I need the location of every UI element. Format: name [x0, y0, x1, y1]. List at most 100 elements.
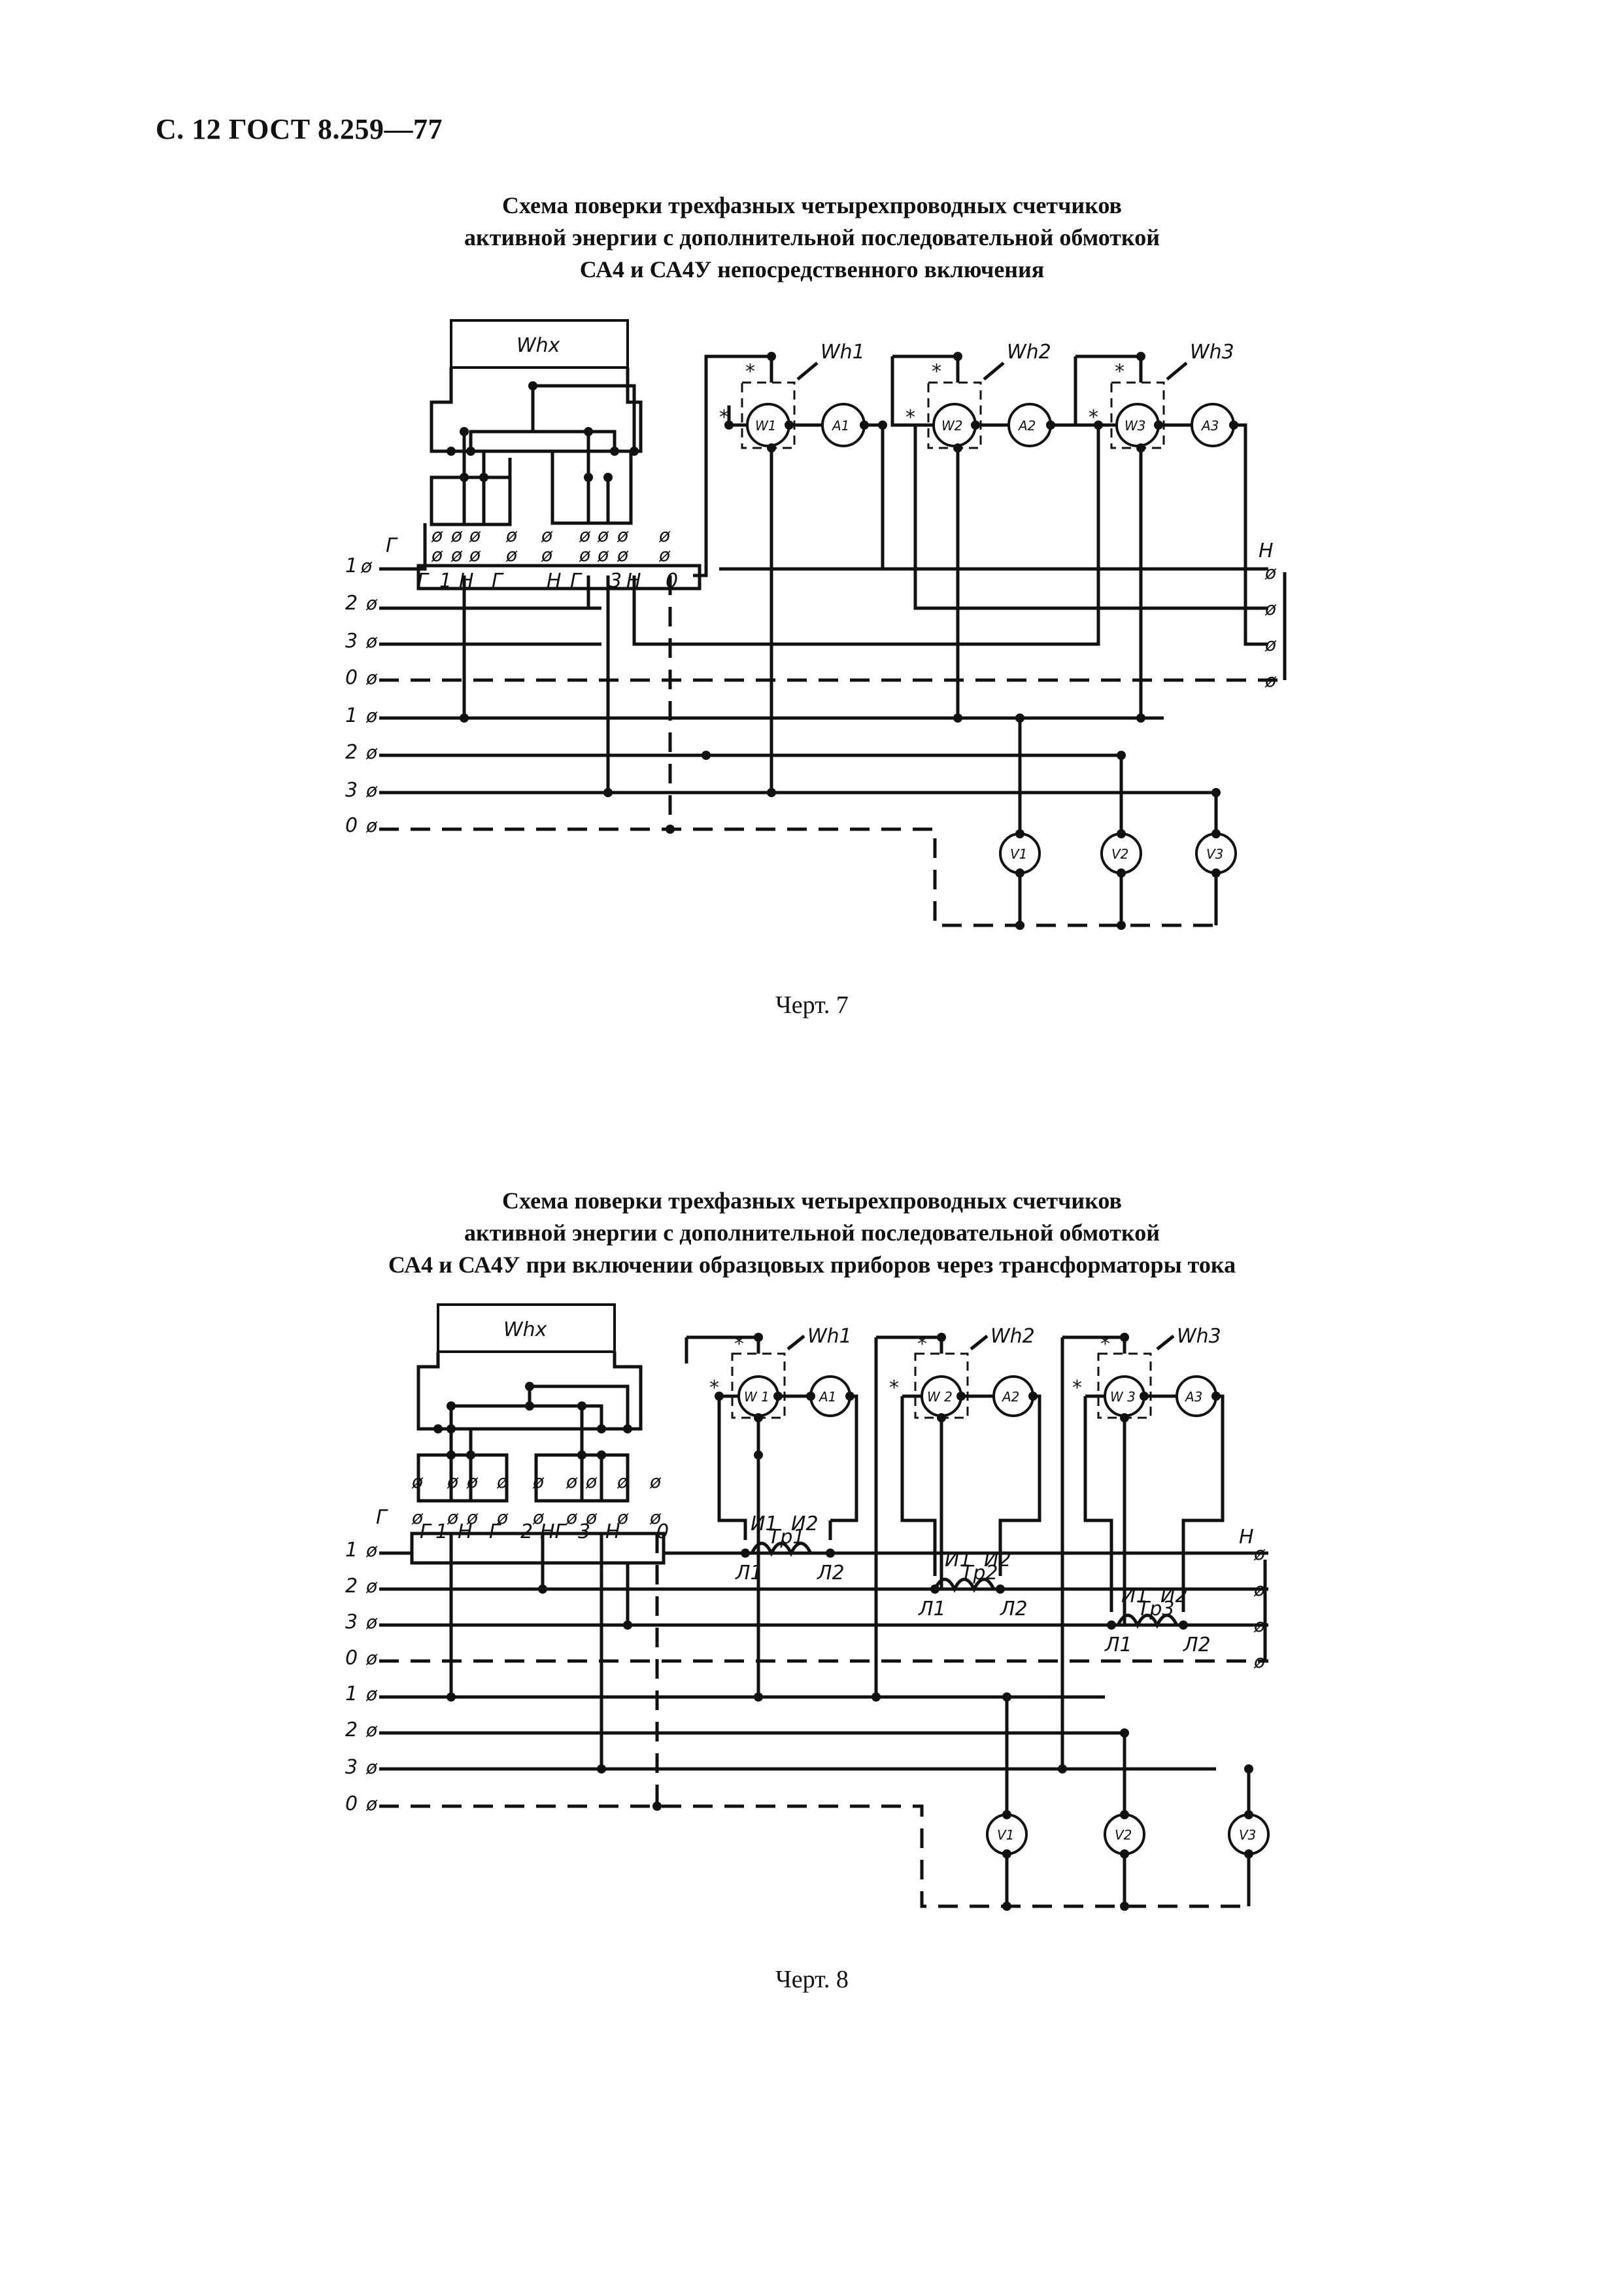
line-neutral-out — [379, 1804, 1249, 1908]
svg-text:ø: ø — [365, 592, 378, 614]
leader-line — [970, 1335, 989, 1350]
generator-lead — [379, 523, 427, 571]
meter-label: Wh3 — [1177, 1325, 1221, 1348]
voltmeters-fig8: V1 V2 V3 — [986, 1697, 1270, 1906]
wire — [1075, 354, 1143, 383]
svg-text:3: 3 — [345, 1756, 358, 1779]
transformer-terminal-label: И1 — [1121, 1585, 1149, 1607]
voltmeter-label: V1 — [1010, 846, 1027, 862]
coil-loop — [416, 1352, 643, 1431]
figure7-caption: Черт. 7 — [775, 991, 849, 1019]
svg-text:ø: ø — [1264, 670, 1277, 691]
svg-text:ø: ø — [469, 544, 481, 566]
svg-text:ø: ø — [532, 1471, 545, 1492]
svg-text:2: 2 — [345, 1719, 358, 1741]
svg-text:ø: ø — [411, 1471, 424, 1492]
line-labels: 1 2 3 0 1 2 3 0 — [345, 1539, 358, 1815]
star-mark: * — [889, 1377, 899, 1399]
transformer-terminal-label: Л1 — [735, 1562, 763, 1585]
transformer-label: Тр2 — [961, 1562, 998, 1585]
leader-line — [787, 1335, 805, 1350]
svg-text:ø: ø — [496, 1471, 509, 1492]
star-mark: * — [1072, 1377, 1082, 1399]
transformer-terminal-label: И2 — [791, 1513, 819, 1535]
wire — [876, 1335, 943, 1354]
meter-label: Wh2 — [1007, 341, 1051, 364]
reference-meter-2: W 2 A2 Wh2 * * И1 И2 Тр2 Л1 Л2 — [874, 1325, 1041, 1697]
figure7-title-line: активной энергии с дополнительной послед… — [464, 224, 1160, 250]
svg-text:ø: ø — [1253, 1615, 1266, 1636]
svg-text:1: 1 — [345, 555, 358, 577]
star-mark: * — [734, 1333, 744, 1356]
line-neutral-out — [379, 827, 1216, 927]
ammeter-label: A1 — [818, 1389, 836, 1405]
svg-text:ø: ø — [496, 1507, 509, 1528]
voltmeter-label: V3 — [1239, 1827, 1256, 1843]
svg-text:ø: ø — [365, 1647, 378, 1669]
transformer-coil — [933, 1577, 996, 1593]
svg-text:Н: Н — [459, 570, 474, 592]
svg-text:1: 1 — [439, 570, 452, 592]
svg-text:ø: ø — [365, 1611, 378, 1633]
reference-meter-2: W2 A2 Wh2 * * — [890, 341, 1268, 718]
svg-text:ø: ø — [617, 1507, 629, 1528]
meter-label: Wh3 — [1190, 341, 1234, 364]
svg-text:3: 3 — [345, 779, 358, 802]
junction-dots — [447, 352, 1238, 930]
star-mark: * — [1115, 360, 1125, 383]
svg-text:ø: ø — [1253, 1579, 1266, 1600]
svg-text:Г: Г — [570, 570, 583, 592]
wire — [686, 1335, 760, 1354]
svg-text:ø: ø — [365, 1683, 378, 1705]
meter-label: Wh1 — [807, 1325, 852, 1348]
transformer-terminal-label: Л2 — [817, 1562, 845, 1585]
figure7-title: Схема поверки трехфазных четырехпроводны… — [0, 190, 1624, 286]
svg-text:ø: ø — [365, 630, 378, 652]
svg-text:ø: ø — [541, 544, 553, 566]
svg-text:3: 3 — [345, 1611, 358, 1634]
terminal-bottom-labels: Г 1 Н Г Н Г 3 Н 0 — [417, 570, 678, 592]
coil-loop — [528, 1384, 630, 1429]
svg-text:ø: ø — [585, 1471, 598, 1492]
svg-text:ø: ø — [469, 524, 481, 546]
wattmeter-label: W 2 — [927, 1389, 953, 1405]
svg-text:ø: ø — [365, 1793, 378, 1815]
figure8-title: Схема поверки трехфазных четырехпроводны… — [0, 1185, 1624, 1281]
coil-block — [550, 449, 633, 525]
ammeter-label: A3 — [1184, 1389, 1202, 1405]
terminal-gen-label: Г — [376, 1506, 388, 1529]
line-labels: 1 2 3 0 1 2 3 0 — [345, 555, 358, 837]
svg-text:ø: ø — [365, 780, 378, 801]
svg-text:ø: ø — [466, 1507, 479, 1528]
wire — [892, 354, 960, 383]
terminal-gen-label: Г — [386, 534, 398, 557]
svg-text:ø: ø — [617, 1471, 629, 1492]
svg-text:2: 2 — [345, 1575, 358, 1598]
transformer-coil — [1116, 1613, 1179, 1629]
transformer-terminal-label: И2 — [984, 1549, 1011, 1571]
star-mark: * — [917, 1333, 927, 1356]
svg-text:0: 0 — [345, 666, 358, 689]
wattmeter-label: W3 — [1125, 418, 1146, 434]
svg-text:0: 0 — [666, 570, 678, 592]
star-mark: * — [932, 360, 941, 383]
wattmeter-label: W 1 — [744, 1389, 770, 1405]
svg-text:ø: ø — [649, 1471, 662, 1492]
svg-text:ø: ø — [365, 705, 378, 727]
transformer-terminal-label: Л2 — [1183, 1634, 1211, 1656]
svg-text:ø: ø — [566, 1507, 578, 1528]
star-mark: * — [1100, 1333, 1110, 1356]
svg-text:ø: ø — [1253, 1651, 1266, 1672]
svg-text:ø: ø — [431, 524, 443, 546]
svg-text:ø: ø — [360, 555, 373, 577]
leader-line — [983, 362, 1005, 381]
transformer-terminal-label: И2 — [1160, 1585, 1188, 1607]
wire — [1083, 1396, 1113, 1612]
voltmeter-label: V3 — [1206, 846, 1223, 862]
coil-loop — [469, 430, 617, 451]
reference-meter-3: W3 A3 Wh3 * * — [1074, 341, 1268, 718]
